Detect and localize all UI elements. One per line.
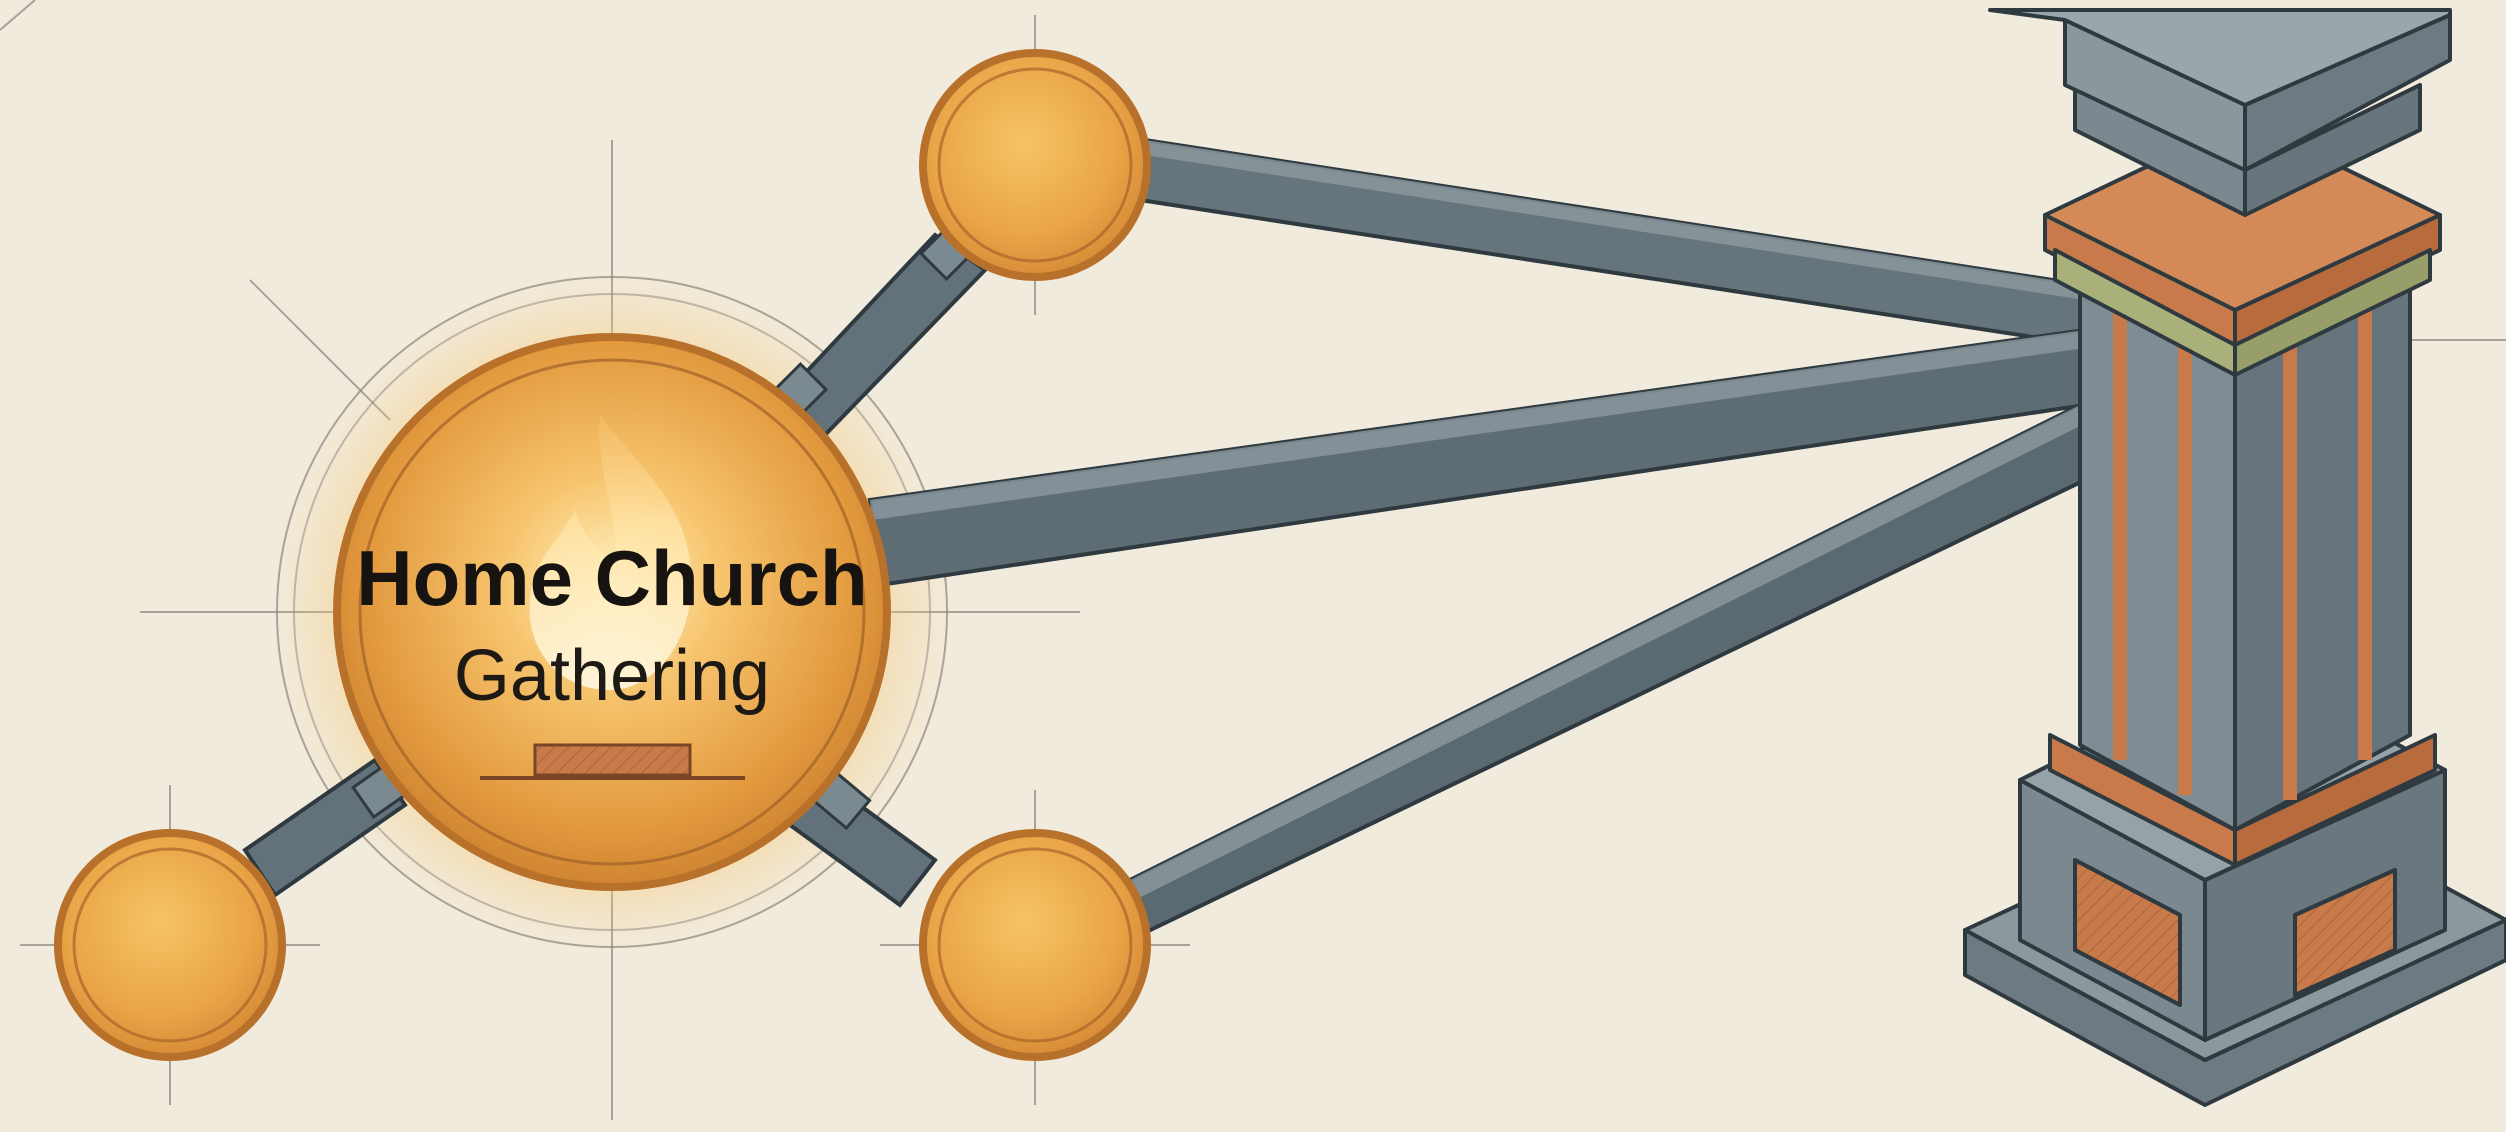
satellite-node-upper: [919, 49, 1151, 281]
satellite-node-lower-right: [919, 829, 1151, 1061]
hub-subtitle: Gathering: [454, 636, 770, 716]
hub-guide-ring-inner: [293, 293, 931, 931]
hub-guide-ring-outer: [276, 276, 948, 948]
pillar-icon: [1963, 8, 2506, 1107]
flame-icon: [529, 415, 692, 690]
hearth-icon: [480, 743, 745, 780]
long-beams: [867, 137, 2088, 938]
satellite-node-lower-left: [54, 829, 286, 1061]
hub-title: Home Church: [356, 534, 867, 622]
hub-node: Home Church Gathering: [333, 333, 891, 891]
